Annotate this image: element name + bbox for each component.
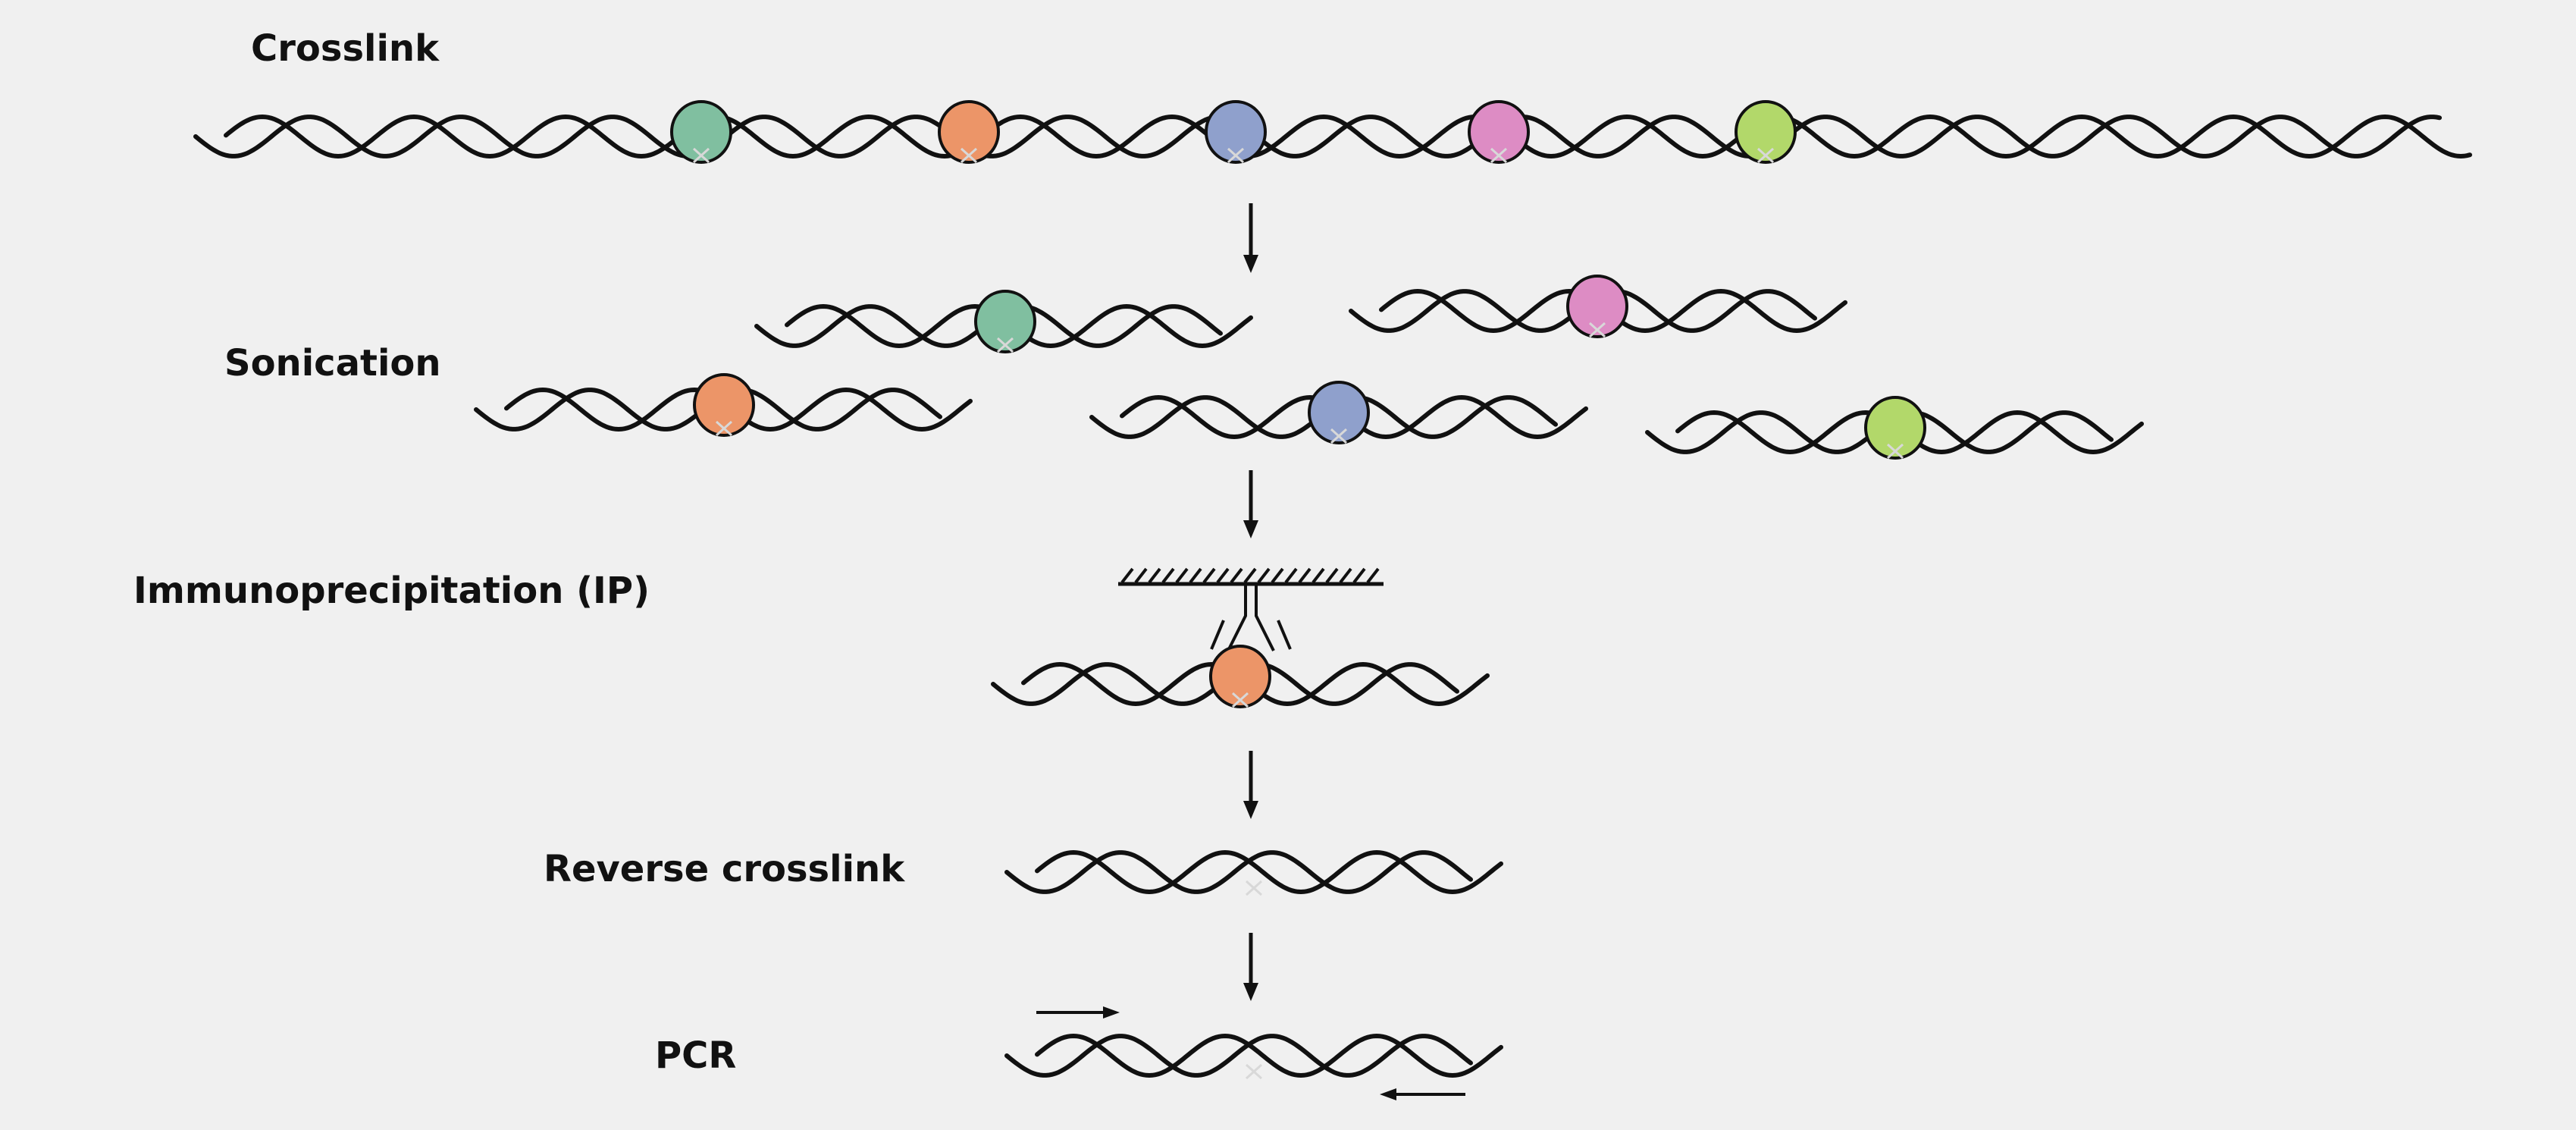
surface-hatch [1312,567,1325,584]
surface-hatch [1243,567,1257,584]
surface-hatch [1175,567,1189,584]
dna-pcr-template [1004,1033,1503,1078]
crosslink-mark [1231,692,1249,708]
antibody-stem [1227,584,1275,651]
crosslink-mark [1588,322,1606,338]
crosslink-remnant [1245,880,1263,896]
surface-hatch [1148,567,1161,584]
primer-head [1380,1088,1396,1100]
protein-bead-blue [1308,381,1370,444]
protein-bead-green [1735,100,1797,164]
crosslink-mark [1757,147,1775,164]
primer-reverse-arrow [1380,1088,1465,1100]
surface-hatch [1339,567,1352,584]
antibody-arm-left [1210,620,1225,650]
surface-hatch [1189,567,1202,584]
arrow-head [1243,520,1258,538]
surface-hatch [1366,567,1380,584]
step-label-sonication: Sonication [224,342,441,385]
down-arrow-2 [1243,470,1258,538]
protein-bead-orange [693,373,755,437]
solid-surface-icon [1118,567,1384,586]
protein-bead-teal [974,290,1036,353]
crosslink-mark [1886,443,1904,460]
surface-hatch [1161,567,1175,584]
surface-hatch [1352,567,1366,584]
primer-head [1103,1006,1120,1019]
surface-hatch [1325,567,1339,584]
crosslink-mark [996,337,1014,353]
crosslink-mark [1227,147,1245,164]
surface-hatch [1284,567,1298,584]
step-label-reverse-crosslink: Reverse crosslink [544,848,905,890]
down-arrow-1 [1243,203,1258,273]
crosslink-mark [960,147,978,164]
protein-bead-green [1864,396,1926,460]
crosslink-mark [1490,147,1508,164]
surface-hatch [1216,567,1230,584]
dna-strand [224,114,2472,159]
surface-hatch [1298,567,1312,584]
dna-naked-fragment [1004,849,1503,895]
arrow-head [1243,255,1258,273]
surface-hatch [1230,567,1243,584]
protein-bead-orange [938,100,1000,164]
dna-helix-long [193,114,2472,159]
down-arrow-3 [1243,751,1258,819]
surface-hatch [1202,567,1216,584]
protein-bead-pink [1566,275,1628,338]
surface-hatch [1134,567,1148,584]
dna-strand [193,115,2442,159]
dna-strand [1004,1034,1473,1078]
arrow-head [1243,983,1258,1001]
surface-hatch [1271,567,1284,584]
protein-bead-orange-ip [1209,645,1271,708]
protein-bead-pink [1468,100,1530,164]
arrow-head [1243,801,1258,819]
primer-forward-arrow [1036,1006,1120,1019]
down-arrow-4 [1243,933,1258,1001]
crosslink-mark [715,420,733,437]
protein-bead-blue [1205,100,1267,164]
antibody-arm-right [1277,620,1292,650]
surface-hatch [1120,567,1134,584]
antibody-icon [1210,584,1292,651]
step-label-immunoprecipitation: Immunoprecipitation (IP) [133,570,650,612]
crosslink-mark [1330,428,1348,444]
crosslink-mark [692,147,710,164]
protein-bead-teal [670,100,732,164]
dna-strand [1035,1033,1503,1078]
step-label-crosslink: Crosslink [251,27,440,70]
dna-strand [1035,849,1503,895]
surface-hatch [1257,567,1271,584]
dna-strand [1004,850,1473,894]
step-label-pcr: PCR [655,1034,737,1077]
crosslink-remnant [1245,1063,1263,1080]
